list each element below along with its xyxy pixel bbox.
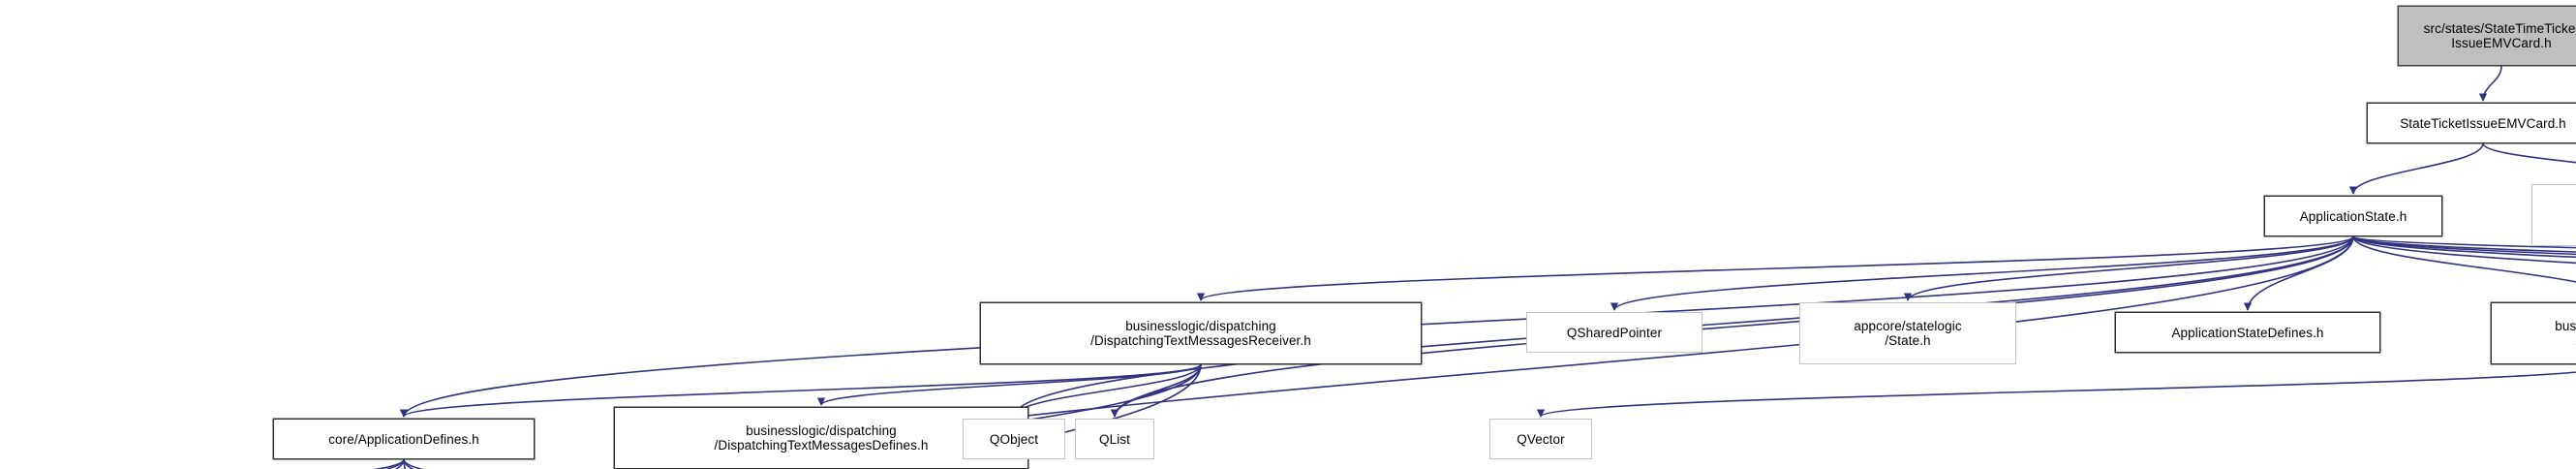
graph-node-gpsdefines[interactable]: businesslogic/location /GPSDefines.h [2491,302,2576,364]
graph-node-root[interactable]: src/states/StateTimeTicket IssueEMVCard.… [2398,6,2576,66]
edge-appdefines-to-functional [394,458,405,469]
edge-appdefines-to-unistd [403,458,407,469]
graph-node-stateticket[interactable]: StateTicketIssueEMVCard.h [2367,103,2576,143]
graph-node-appdefines[interactable]: core/ApplicationDefines.h [273,419,535,459]
graph-node-qvector[interactable]: QVector [1489,419,1592,459]
graph-node-appstate[interactable]: ApplicationState.h [2264,196,2442,236]
edge-dispatchrecv-to-dispatchdefines [816,363,1202,406]
edge-appstate-to-appstatedefines [2243,235,2354,311]
graph-node-dispatchrecv[interactable]: businesslogic/dispatching /DispatchingTe… [980,302,1422,364]
edge-dispatchrecv-to-qobject [1009,363,1202,418]
edge-appdefines-to-qflags [372,458,405,469]
graph-node-stateh[interactable]: appcore/statelogic /State.h [1799,302,2016,364]
graph-node-eticketlogic[interactable]: appcore/ticketissuelogic /ETicketIssueLo… [2531,184,2576,246]
graph-node-qobject[interactable]: QObject [963,419,1065,459]
edge-stateticket-to-appstate [2348,142,2484,195]
edge-appstate-to-dispatchrecv [1197,235,2354,301]
edge-gpsdefines-to-qvector [1537,371,2576,418]
graph-node-qsharedpointer[interactable]: QSharedPointer [1526,312,1702,353]
edge-appdefines-to-qstring [403,458,424,469]
edge-stateticket-to-eticketlogic [2482,142,2576,164]
edge-root-to-stateticket [2478,65,2502,102]
edge-appstate-to-qsharedpointer [1610,235,2354,311]
edge-appdefines-to-qmetaenum [384,458,405,469]
edge-appdefines-to-inttypes [403,458,414,469]
graph-node-appstatedefines[interactable]: ApplicationStateDefines.h [2115,312,2380,353]
edge-appstate-to-stateh [1903,235,2354,301]
edge-dispatchrecv-to-qlist [1110,363,1202,418]
graph-node-qlist[interactable]: QList [1075,419,1154,459]
